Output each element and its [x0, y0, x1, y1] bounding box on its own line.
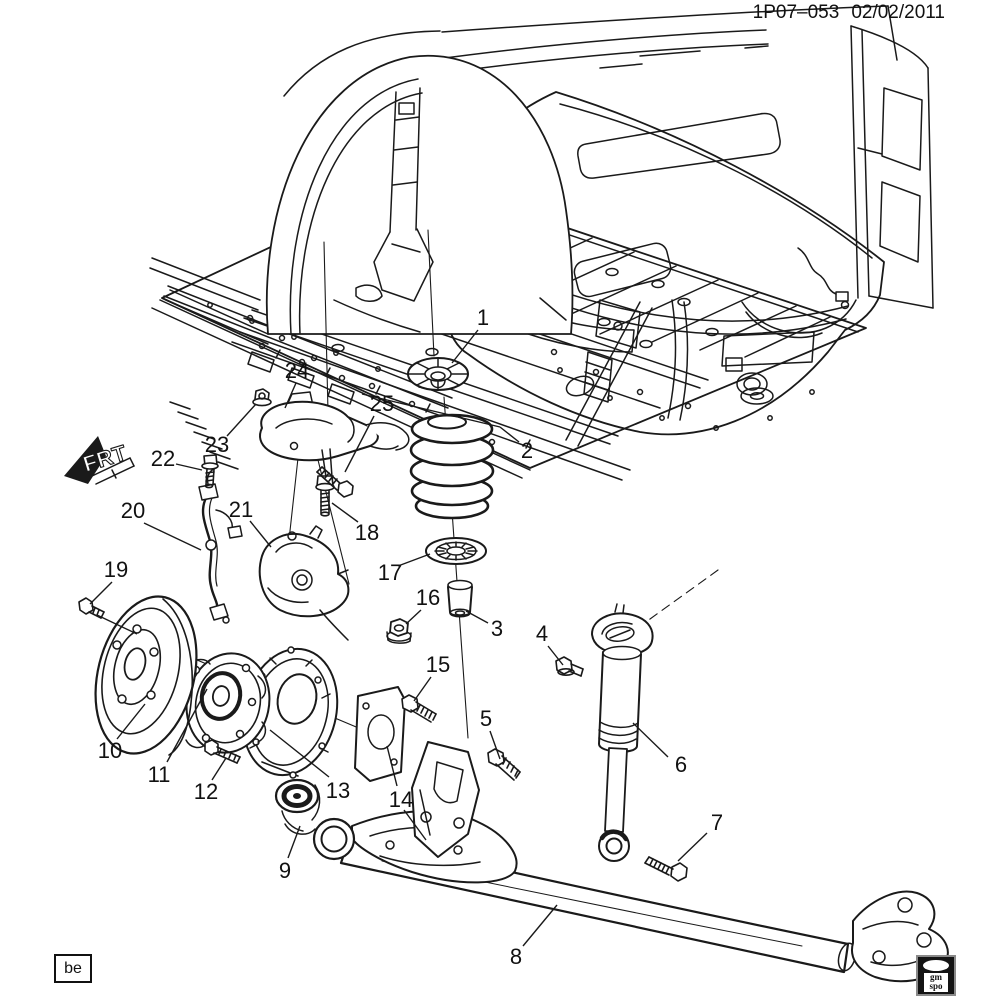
- leader-line-4: [547, 645, 564, 666]
- callout-label-22: 22: [150, 446, 176, 471]
- leader-line-10: [116, 703, 146, 740]
- leader-line-19: [89, 581, 113, 605]
- part-bump-stop: [447, 579, 473, 618]
- leader-line-14: [386, 745, 398, 787]
- body-right-quarter-panel: [850, 25, 934, 309]
- callout-label-12: 12: [193, 779, 219, 804]
- part-spring-upper-seat: [407, 357, 469, 391]
- leader-line-15: [413, 676, 432, 702]
- callout-label-24: 24: [284, 358, 310, 383]
- leader-line-17: [397, 553, 431, 567]
- callout-label-20: 20: [120, 498, 146, 523]
- leader-line-18: [331, 502, 359, 523]
- part-coil-spring: [409, 413, 495, 520]
- callout-label-4: 4: [535, 621, 549, 646]
- callout-label-7: 7: [710, 810, 724, 835]
- callout-label-1: 1: [476, 305, 490, 330]
- callout-label-17: 17: [377, 560, 403, 585]
- gm-spo-logo: gm spo: [916, 955, 956, 996]
- leader-line-14: [403, 809, 427, 841]
- gm-logo-oval: [923, 960, 949, 971]
- part-brake-caliper: [258, 525, 350, 641]
- part-axle-bushing: [274, 778, 321, 835]
- leader-line-23: [226, 403, 257, 437]
- part-retaining-nut: [386, 618, 412, 644]
- leader-line-13: [269, 729, 330, 778]
- callout-label-14: 14: [388, 787, 414, 812]
- leader-line-24: [284, 382, 297, 409]
- leader-line-20: [143, 522, 202, 551]
- part-brake-rotor: [94, 595, 198, 756]
- leader-line-22: [175, 463, 203, 471]
- callout-label-21: 21: [228, 497, 254, 522]
- callout-label-10: 10: [97, 738, 123, 763]
- part-abs-sensor-harness: [198, 467, 243, 624]
- leader-line-3: [465, 610, 489, 624]
- sheet-code-box: be: [54, 954, 92, 983]
- part-lower-insulator: [425, 537, 487, 565]
- leader-line-16: [405, 609, 422, 625]
- leader-line-21: [249, 520, 272, 548]
- wheel-arch: [165, 54, 574, 345]
- callout-label-2: 2: [520, 438, 534, 463]
- callout-label-11: 11: [147, 762, 171, 787]
- sheet-code: be: [64, 959, 82, 977]
- body-roof-and-liftgate: [283, 5, 898, 97]
- leader-line-8: [522, 904, 558, 947]
- callout-label-23: 23: [204, 432, 230, 457]
- revision-date: 02/02/2011: [851, 2, 945, 23]
- part-knuckle-bracket: [411, 741, 480, 858]
- part-shock-bracket-plate: [354, 686, 406, 782]
- part-shock-absorber: [591, 603, 654, 862]
- callout-label-8: 8: [509, 944, 523, 969]
- leader-line-7: [677, 832, 708, 862]
- callout-label-15: 15: [425, 652, 451, 677]
- drawing-number: 1P07–053: [752, 2, 840, 23]
- callout-label-16: 16: [415, 585, 441, 610]
- leader-line-19: [96, 614, 138, 635]
- leader-line-6: [632, 722, 669, 758]
- callout-label-3: 3: [490, 616, 504, 641]
- callout-label-6: 6: [674, 752, 688, 777]
- callout-label-5: 5: [479, 706, 493, 731]
- callout-label-9: 9: [278, 858, 292, 883]
- leader-line-9: [287, 825, 301, 859]
- callout-label-19: 19: [103, 557, 129, 582]
- leader-line-5: [489, 730, 501, 760]
- leader-line-2: [361, 393, 501, 428]
- leader-line-2: [499, 426, 520, 443]
- callout-label-18: 18: [354, 520, 380, 545]
- gm-spo-text: gm spo: [924, 973, 948, 992]
- leader-line-1: [451, 329, 479, 364]
- callout-label-25: 25: [369, 391, 395, 416]
- leader-line-11: [166, 688, 208, 763]
- leader-line-12: [211, 757, 227, 781]
- drawing-header: 1P07–053 02/02/2011: [753, 2, 945, 24]
- callout-label-13: 13: [325, 778, 351, 803]
- leader-line-25: [344, 415, 375, 473]
